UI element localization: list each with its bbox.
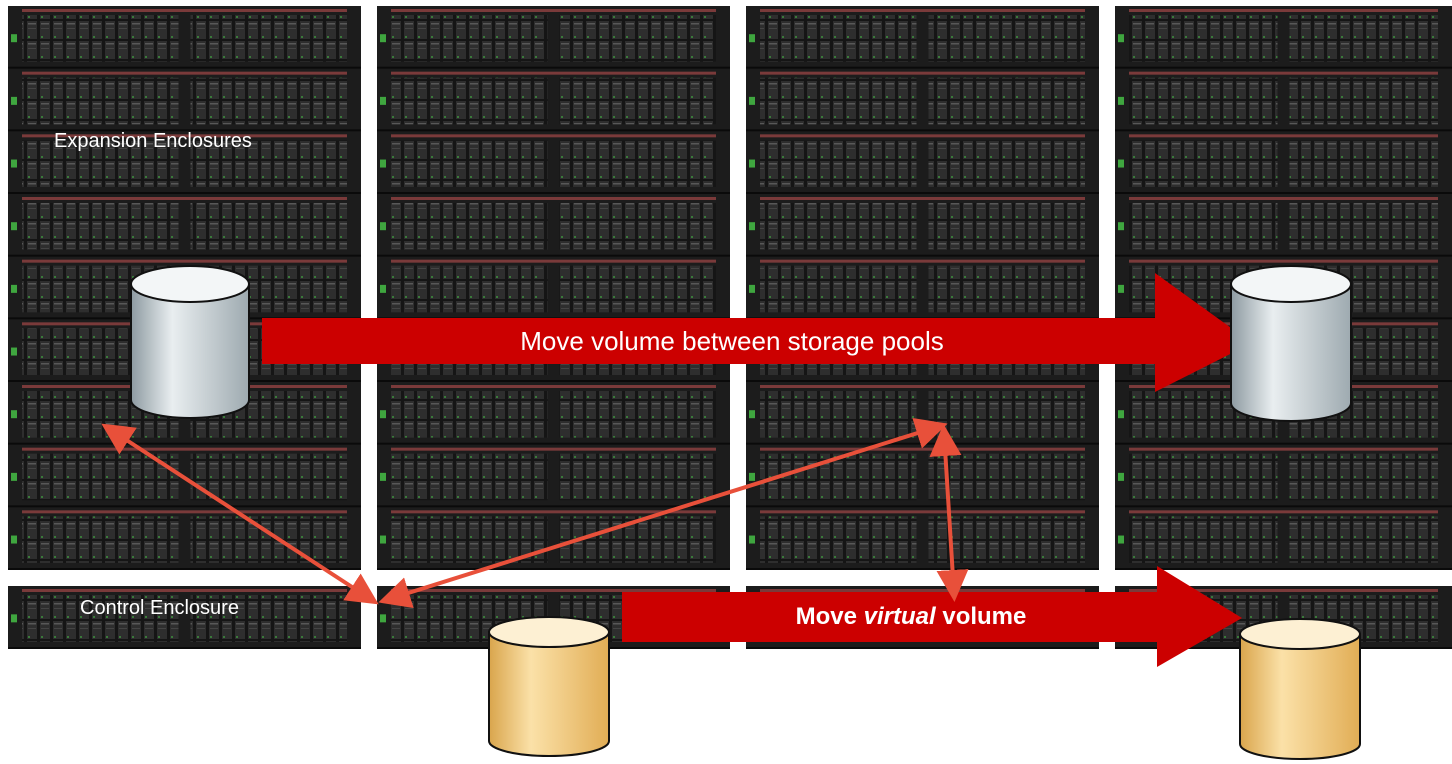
connection-lines bbox=[101, 417, 969, 609]
expansion-enclosure-stack bbox=[377, 6, 730, 570]
enclosure-unit bbox=[1115, 71, 1452, 132]
target-virtual-volume-cylinder-icon bbox=[1239, 618, 1361, 760]
arrow-label-suffix: volume bbox=[935, 603, 1027, 630]
source-virtual-volume-cylinder-icon bbox=[488, 616, 610, 757]
move-volume-label: Move volume between storage pools bbox=[520, 326, 944, 356]
enclosure-unit bbox=[1115, 134, 1452, 194]
enclosure-unit bbox=[1115, 197, 1452, 257]
enclosure-unit bbox=[377, 259, 730, 320]
source-volume-cylinder-icon bbox=[130, 265, 250, 419]
enclosure-unit bbox=[1115, 447, 1452, 508]
enclosure-unit bbox=[8, 197, 361, 257]
expansion-enclosures-label: Expansion Enclosures bbox=[54, 130, 252, 152]
move-volume-arrow bbox=[262, 273, 1252, 392]
control-enclosure-label: Control Enclosure bbox=[80, 597, 239, 619]
enclosure-unit bbox=[8, 9, 361, 69]
enclosure-unit bbox=[377, 134, 730, 194]
enclosure-unit bbox=[377, 197, 730, 257]
link-line-diagonal bbox=[378, 417, 948, 609]
enclosure-unit bbox=[746, 197, 1099, 257]
enclosure-unit bbox=[1115, 9, 1452, 69]
link-line-vertical bbox=[929, 424, 969, 602]
link-line-left bbox=[101, 423, 379, 605]
enclosure-unit bbox=[1115, 510, 1452, 570]
enclosure-unit bbox=[377, 71, 730, 132]
enclosure-unit bbox=[746, 71, 1099, 132]
enclosure-unit bbox=[377, 9, 730, 69]
enclosure-unit bbox=[746, 9, 1099, 69]
enclosure-unit bbox=[8, 71, 361, 132]
enclosure-unit bbox=[8, 134, 361, 194]
expansion-enclosure-stack bbox=[746, 6, 1099, 570]
arrow-label-prefix: Move bbox=[795, 603, 864, 630]
target-volume-cylinder-icon bbox=[1230, 265, 1352, 422]
move-virtual-volume-label: Move virtual volume bbox=[622, 603, 1200, 631]
arrow-label-emphasis: virtual bbox=[863, 603, 936, 630]
enclosure-unit bbox=[746, 134, 1099, 194]
move-virtual-volume-arrow bbox=[622, 566, 1242, 667]
